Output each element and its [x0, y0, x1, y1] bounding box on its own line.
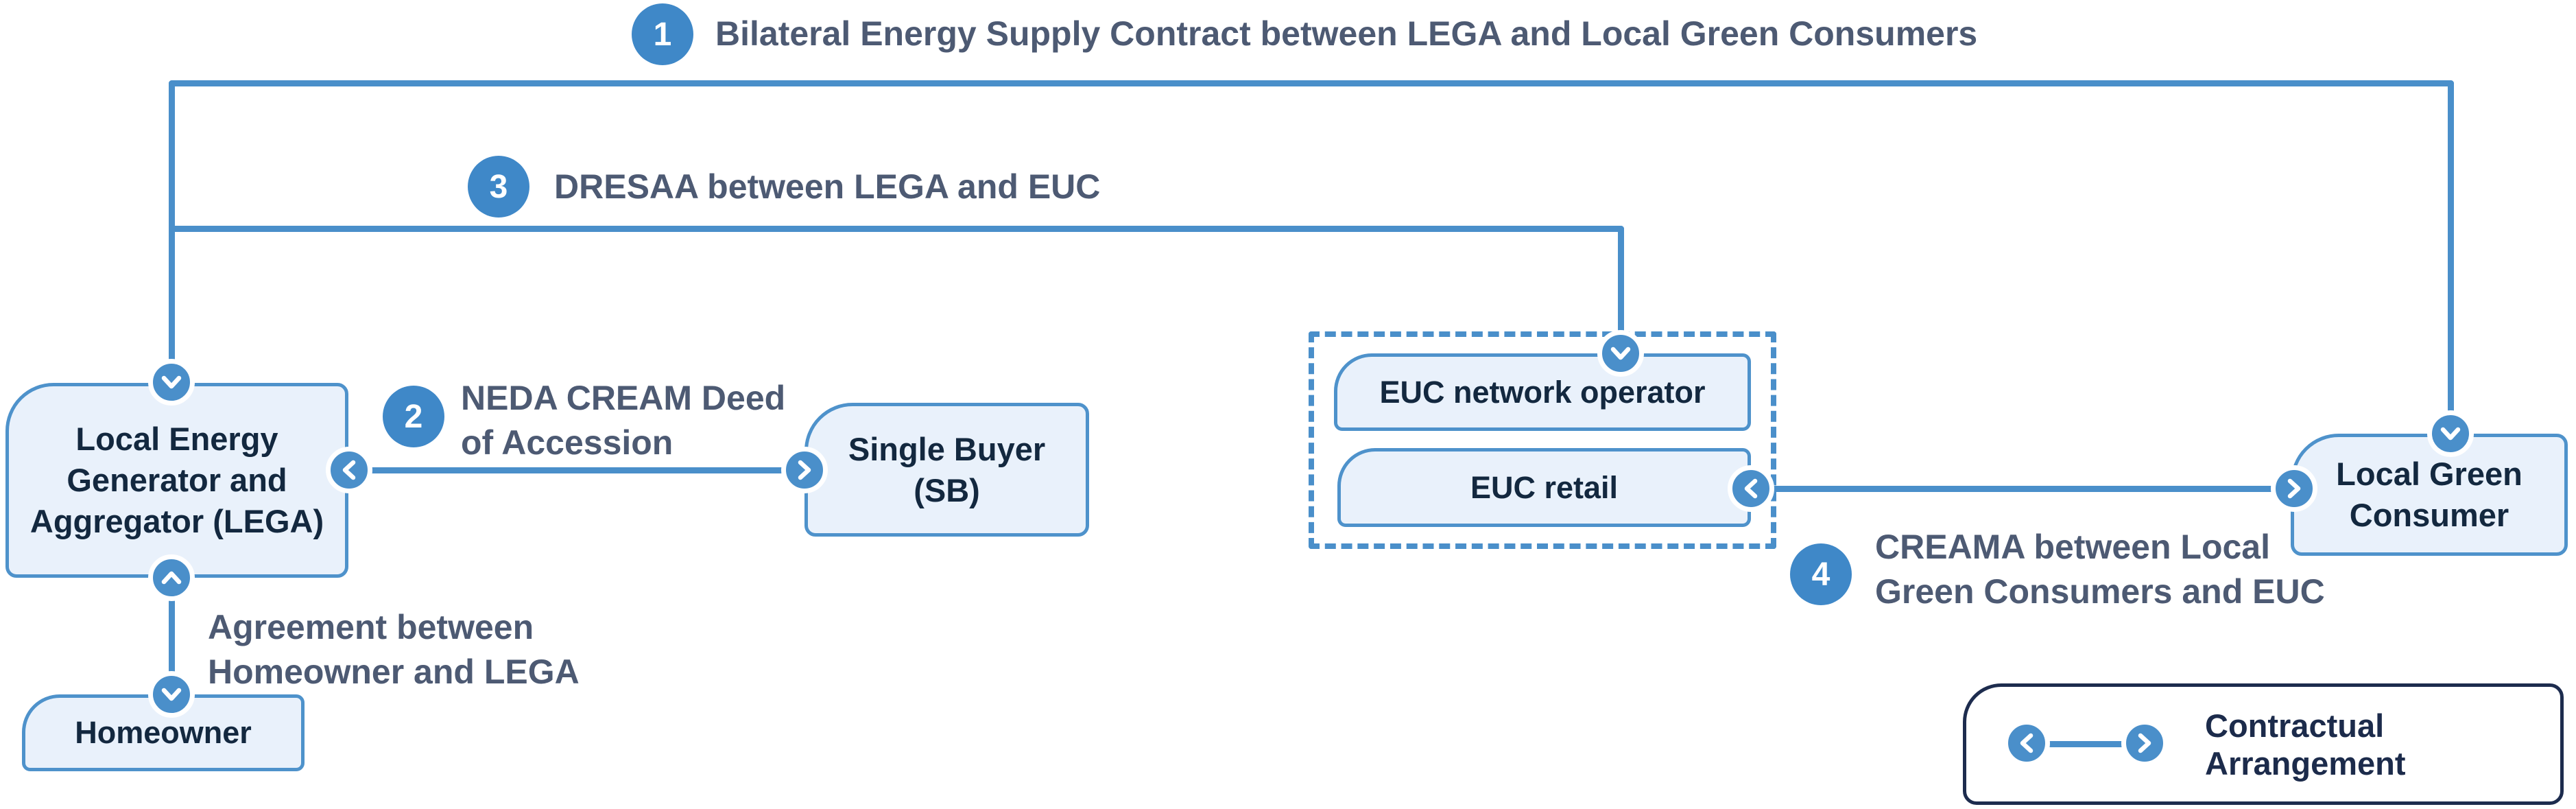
node-euc-network-operator: EUC network operator	[1334, 353, 1751, 431]
legend-arrowhead-left-icon	[2003, 720, 2050, 766]
arrowhead-left-icon	[1728, 465, 1774, 512]
arrowhead-right-icon	[781, 447, 828, 493]
node-euc-retail: EUC retail	[1337, 448, 1751, 527]
annotation-homeowner-agreement: Agreement between Homeowner and LEGA	[208, 608, 580, 691]
badge-3: 3	[468, 156, 529, 218]
line1-right-vertical	[2448, 80, 2454, 434]
arrowhead-down-icon	[2427, 410, 2474, 457]
node-local-green-consumer: Local Green Consumer	[2291, 434, 2568, 556]
annotation-2: NEDA CREAM Deed of Accession	[461, 379, 786, 462]
arrowhead-down-icon	[148, 671, 195, 718]
line5-vertical	[169, 575, 175, 696]
line1-horizontal	[169, 80, 2454, 86]
node-lega: Local Energy Generator and Aggregator (L…	[5, 383, 348, 578]
line2-horizontal	[346, 467, 806, 473]
legend-arrowhead-right-icon	[2121, 720, 2168, 766]
badge-4: 4	[1790, 543, 1852, 605]
node-single-buyer: Single Buyer (SB)	[804, 403, 1089, 537]
annotation-3: DRESAA between LEGA and EUC	[554, 167, 1101, 206]
badge-1: 1	[632, 3, 693, 65]
line4-horizontal	[1749, 486, 2298, 492]
annotation-4: CREAMA between Local Green Consumers and…	[1875, 528, 2325, 611]
badge-2: 2	[383, 386, 444, 447]
annotation-1: Bilateral Energy Supply Contract between…	[715, 14, 1978, 53]
arrowhead-down-icon	[1597, 330, 1644, 377]
arrowhead-left-icon	[326, 447, 372, 493]
arrowhead-up-icon	[148, 554, 195, 601]
legend-label: Contractual Arrangement	[2205, 707, 2406, 782]
arrowhead-down-icon	[148, 359, 195, 406]
legend-line	[2025, 741, 2145, 747]
line3-vertical	[1618, 226, 1624, 354]
arrowhead-right-icon	[2271, 465, 2317, 512]
line3-horizontal	[169, 226, 1624, 232]
legend-box: Contractual Arrangement	[1963, 683, 2564, 805]
cropped-bottom-element	[706, 804, 1433, 809]
euc-group-container	[1309, 331, 1776, 549]
line1-left-vertical	[169, 80, 175, 386]
